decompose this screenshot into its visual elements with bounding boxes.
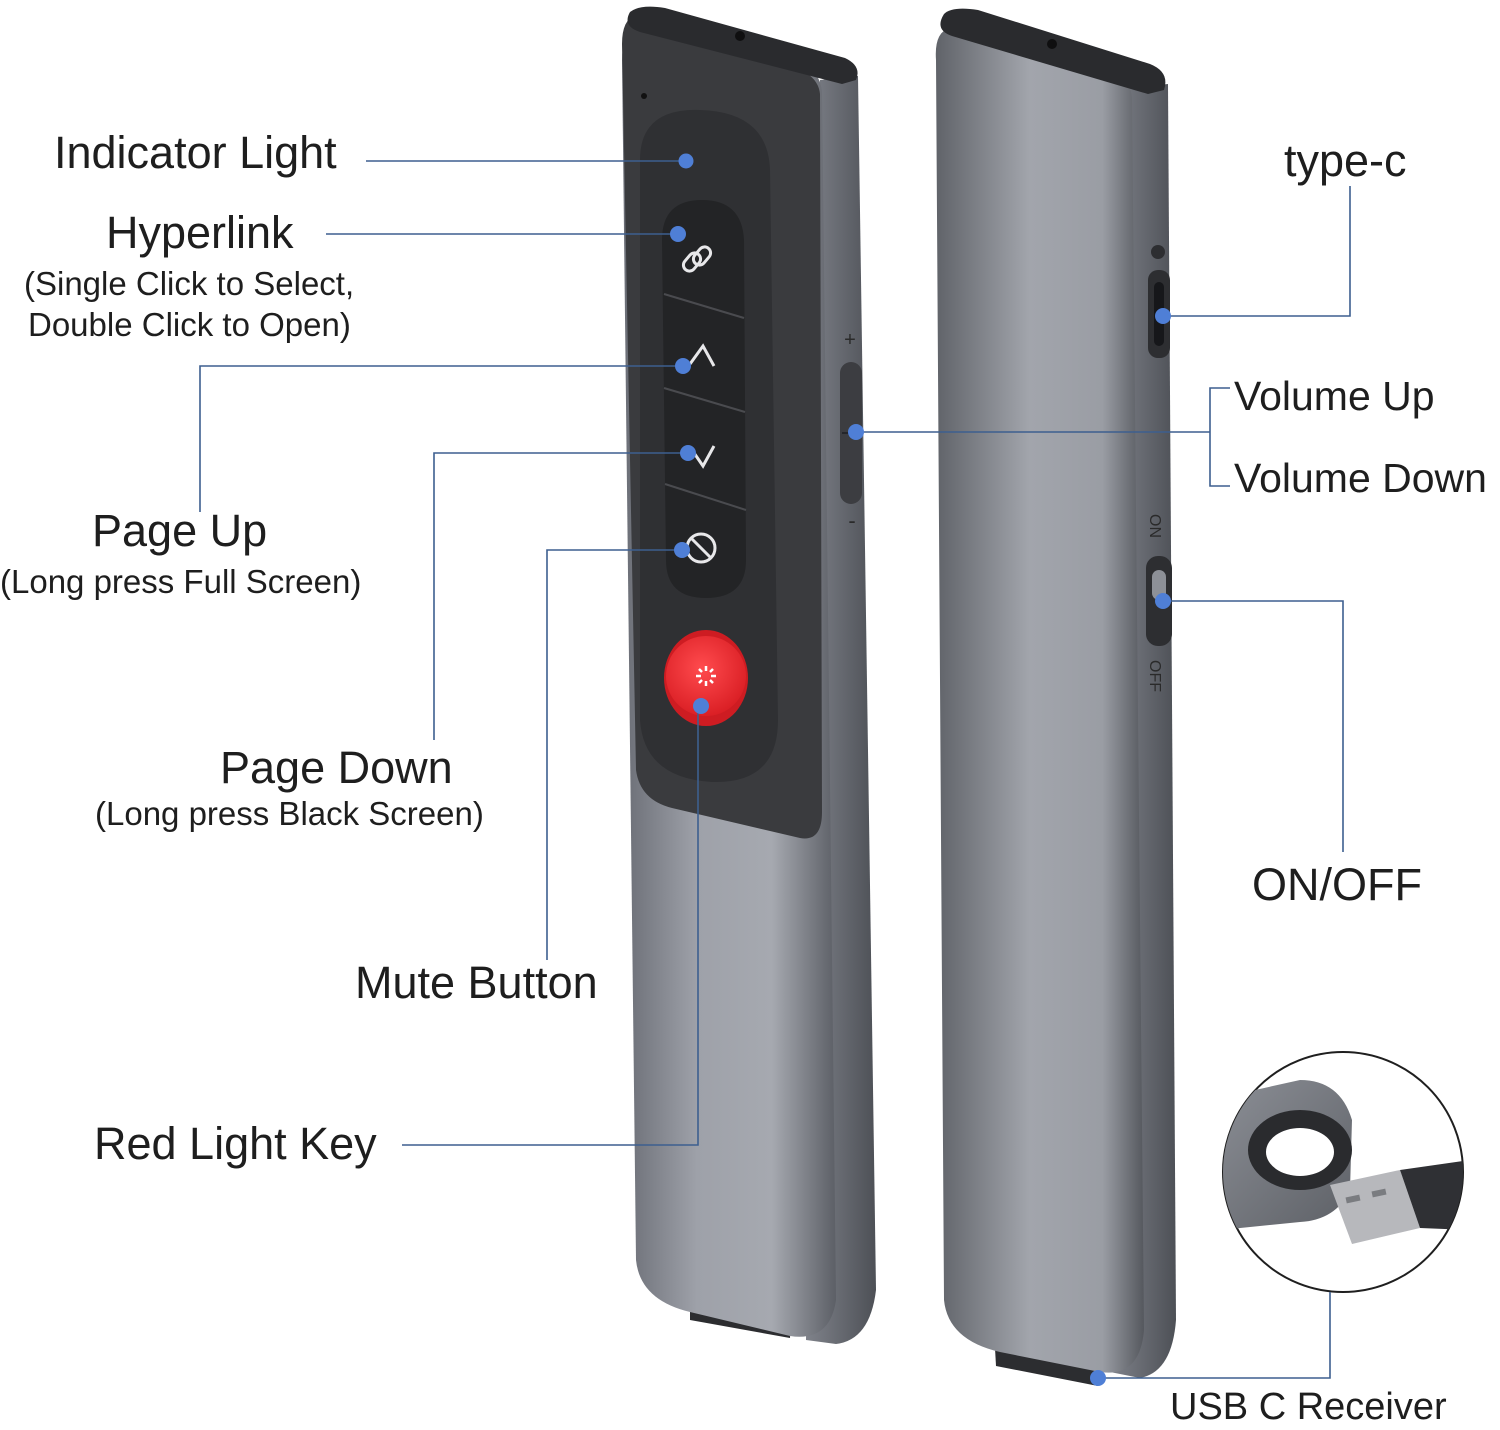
volume-down-label: Volume Down (1234, 455, 1487, 501)
callout-dots (670, 153, 1171, 1386)
switch-off-mark: OFF (1146, 660, 1163, 692)
volume-up-label: Volume Up (1234, 373, 1435, 419)
volume-minus-mark: - (848, 508, 855, 533)
callout-dot (1155, 593, 1171, 609)
callout-dot (680, 445, 696, 461)
page-down-note: (Long press Black Screen) (95, 795, 484, 832)
callout-dot (693, 698, 709, 714)
mute-button-label: Mute Button (355, 957, 598, 1008)
hyperlink-label: Hyperlink (106, 207, 294, 258)
presenter-back: ON OFF (935, 8, 1176, 1386)
callout-dot (848, 424, 864, 440)
chevron-down-icon (690, 445, 716, 469)
usb-c-receiver-label: USB C Receiver (1170, 1386, 1447, 1428)
indicator-light-label: Indicator Light (54, 127, 337, 178)
receiver-inset (1222, 1051, 1464, 1293)
charge-icon (1151, 245, 1165, 259)
page-up-note: (Long press Full Screen) (0, 563, 362, 600)
hyperlink-note-1: (Single Click to Select, (24, 265, 355, 302)
callout-dot (674, 542, 690, 558)
laser-icon (696, 666, 716, 686)
red-light-key-label: Red Light Key (94, 1118, 377, 1169)
page-down-label: Page Down (220, 742, 453, 793)
callout-dot (678, 153, 694, 169)
page-up-label: Page Up (92, 505, 268, 556)
callout-dot (670, 226, 686, 242)
presenter-front: + - (622, 6, 876, 1344)
volume-plus-mark: + (844, 329, 856, 351)
chevron-up-icon (688, 343, 716, 367)
link-icon (681, 245, 713, 273)
callout-dot (1090, 1370, 1106, 1386)
switch-on-mark: ON (1146, 514, 1163, 538)
hyperlink-note-2: Double Click to Open) (28, 306, 351, 343)
callout-dot (1155, 308, 1171, 324)
callout-lines (199, 160, 1351, 1379)
type-c-label: type-c (1284, 135, 1407, 186)
on-off-label: ON/OFF (1252, 859, 1422, 910)
callout-dot (675, 358, 691, 374)
